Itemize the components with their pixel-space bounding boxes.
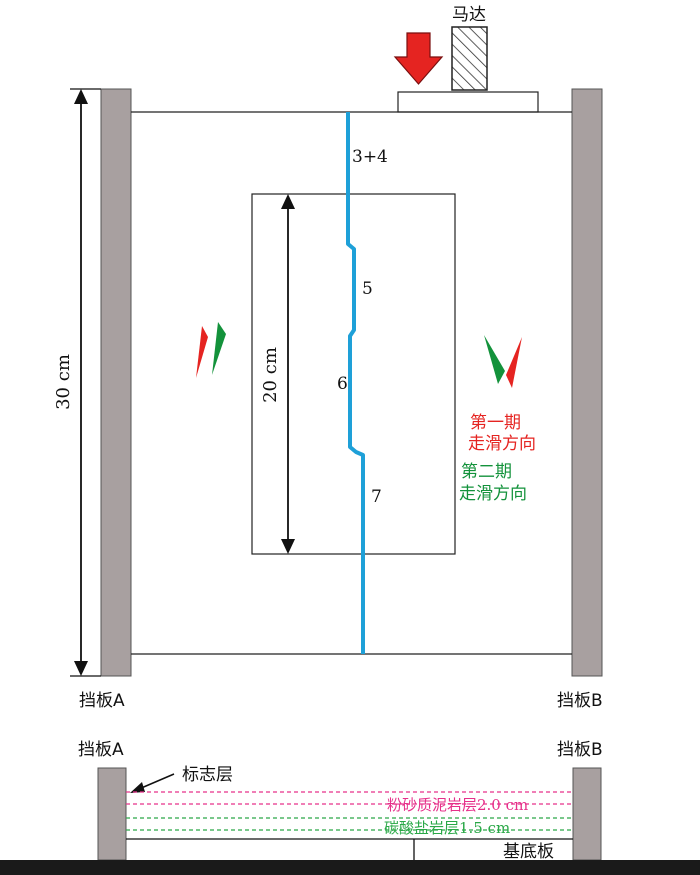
right-slip-arrows: [484, 335, 522, 388]
fault-trace: [346, 112, 365, 654]
lower-layer-label: 碳酸盐岩层1.5 cm: [384, 819, 510, 837]
section-plate-a: [97, 767, 127, 861]
dimension-20cm-label: 20 cm: [260, 347, 281, 403]
upper-layer-label: 粉砂质泥岩层2.0 cm: [387, 796, 528, 814]
push-arrow-icon: [393, 32, 444, 85]
dimension-30cm: 30 cm: [53, 88, 101, 677]
dimension-30cm-label: 30 cm: [53, 354, 74, 410]
marker-pointer-head-icon: [130, 782, 145, 793]
section-plate-a-label: 挡板A: [78, 740, 124, 760]
base-plate-label: 基底板: [503, 842, 554, 862]
dimension-20cm: 20 cm: [260, 194, 295, 554]
section-plate-b: [572, 767, 602, 861]
legend-phase1-line1: 第一期: [470, 413, 521, 433]
legend-phase2-line2: 走滑方向: [459, 484, 527, 504]
ground-bar: [0, 860, 700, 875]
section-plate-b-label: 挡板B: [557, 740, 603, 760]
segment-label-7: 7: [371, 487, 382, 507]
segment-label-5: 5: [362, 279, 373, 299]
red-half-arrow-up-icon: [196, 326, 208, 378]
segment-label-6: 6: [337, 374, 348, 394]
push-plate: [397, 91, 539, 113]
plate-b: [571, 88, 603, 677]
green-half-arrow-down-icon: [484, 335, 505, 384]
plate-a-label: 挡板A: [79, 691, 125, 711]
green-half-arrow-up-icon: [212, 322, 226, 375]
plate-b-label: 挡板B: [557, 691, 603, 711]
lower-layer-lines: [126, 817, 573, 831]
upper-layer-lines: [126, 791, 573, 805]
left-slip-arrows: [196, 322, 226, 378]
marker-layer-label: 标志层: [182, 765, 233, 785]
marker-pointer: [138, 773, 175, 790]
legend-phase2-line1: 第二期: [461, 462, 512, 482]
legend-phase1-line2: 走滑方向: [468, 434, 536, 454]
motor-label: 马达: [452, 5, 486, 25]
segment-label-3-4: 3+4: [352, 147, 388, 167]
motor: 马达: [393, 5, 539, 113]
plan-view: 30 cm 20 cm 3+4 5 6 7 第一期 走滑方向: [53, 88, 603, 711]
inner-region: [251, 193, 456, 555]
red-half-arrow-down-icon: [506, 337, 522, 388]
legend: 第一期 走滑方向 第二期 走滑方向: [459, 413, 536, 504]
cross-section: 挡板A 挡板B 标志层 粉砂质泥岩层2.0 cm 碳酸盐岩层1.5 cm 基底板: [0, 740, 700, 875]
motor-body: [451, 26, 488, 91]
plate-a: [100, 88, 132, 677]
